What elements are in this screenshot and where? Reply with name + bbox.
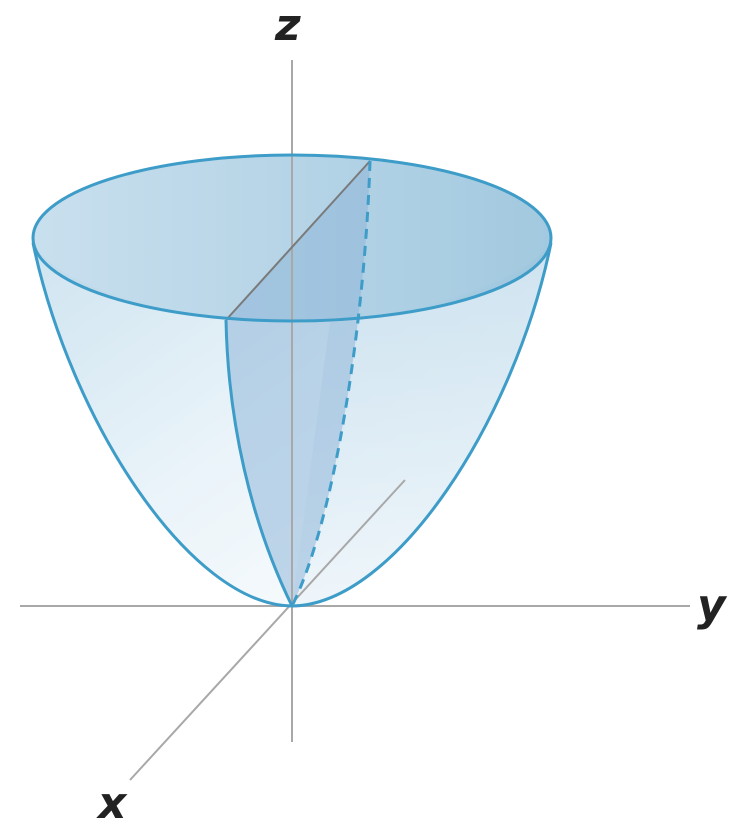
x-axis-label: x <box>96 778 128 827</box>
cross-section-plane <box>226 161 370 606</box>
cross-section-front-curve <box>224 319 294 607</box>
cross-section-back-curve <box>290 160 372 607</box>
cross-section-top-edge <box>225 160 371 321</box>
rim-outline <box>31 153 553 323</box>
z-axis-label: z <box>274 0 301 51</box>
x-axis <box>129 479 406 781</box>
y-axis-label: y <box>697 580 728 631</box>
